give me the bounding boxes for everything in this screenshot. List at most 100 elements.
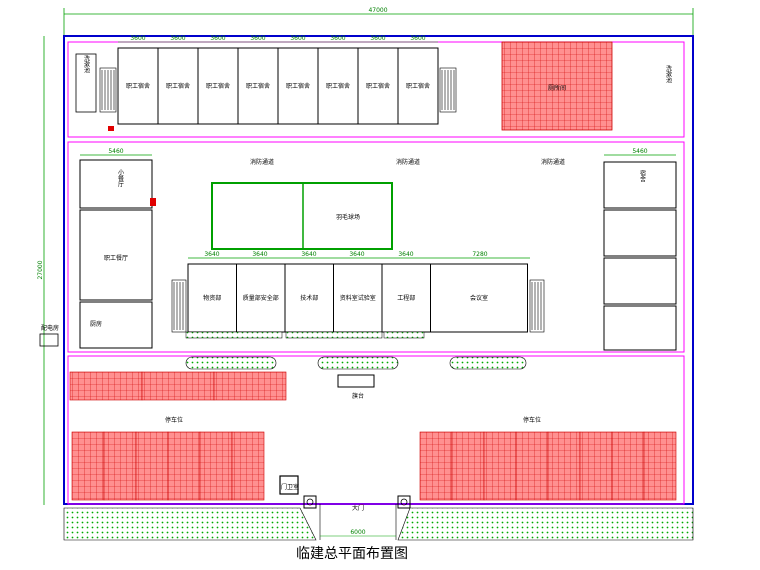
overall-height-label: 27000	[37, 260, 44, 279]
parking-left-row	[71, 431, 265, 501]
dorm-label: 职工宿舍	[206, 82, 230, 90]
svg-text:7280: 7280	[472, 251, 487, 258]
dorm-width-label: 3600	[330, 35, 345, 42]
dorm-width-label: 3600	[250, 35, 265, 42]
dorm-unit: 3600 职工宿舍	[157, 35, 199, 125]
dorm-width-label: 3600	[210, 35, 225, 42]
planter-office-1	[185, 331, 283, 339]
planter-3	[449, 356, 527, 370]
right-block: 5460 宿舍	[603, 148, 677, 351]
washroom-left: 洗漱池	[75, 53, 97, 113]
court-label: 羽毛球场	[336, 213, 360, 221]
planter-office-2	[285, 331, 383, 339]
gate: 大门 6000	[303, 495, 411, 540]
office-dims: 3640 3640 3640 3640 3640 7280	[204, 251, 487, 258]
planter-1	[185, 356, 277, 370]
parking-space	[199, 431, 233, 501]
parking-space	[547, 431, 581, 501]
office-room: 物资部	[187, 263, 237, 333]
dorm-width-label: 3600	[370, 35, 385, 42]
svg-text:3640: 3640	[252, 251, 267, 258]
office-label: 会议室	[470, 294, 488, 302]
guard-house: 门卫室	[279, 475, 299, 495]
parking-space	[135, 431, 169, 501]
dorm-width-label: 3600	[410, 35, 425, 42]
dorm-unit: 3600 职工宿舍	[357, 35, 399, 125]
svg-text:洗漱池: 洗漱池	[665, 64, 672, 83]
parking-space	[69, 371, 143, 401]
office-room: 资料室试验室	[333, 263, 383, 333]
parking-space	[71, 431, 105, 501]
svg-text:洗漱池: 洗漱池	[83, 54, 90, 73]
power-room-label: 配电房	[41, 324, 59, 332]
office-label: 质量部安全部	[243, 294, 279, 302]
toilet-block: 厕所间	[501, 41, 613, 131]
gate-label: 大门	[352, 504, 364, 512]
green-belt-right	[397, 507, 694, 541]
svg-text:3640: 3640	[301, 251, 316, 258]
svg-text:3640: 3640	[204, 251, 219, 258]
badminton-court: 羽毛球场	[211, 182, 393, 250]
dorm-label: 职工宿舍	[166, 82, 190, 90]
svg-text:5460: 5460	[108, 148, 123, 155]
overall-width-label: 47000	[368, 7, 387, 14]
dorm-unit: 3600 职工宿舍	[237, 35, 279, 125]
zone-middle	[67, 141, 685, 353]
planter-office-3	[383, 331, 425, 339]
dorm-label: 职工宿舍	[406, 82, 430, 90]
parking-space	[419, 431, 453, 501]
staff-dining-label: 职工餐厅	[104, 254, 128, 262]
dorm-unit: 3600 职工宿舍	[197, 35, 239, 125]
plan-title: 临建总平面布置图	[296, 546, 408, 562]
office-label: 物资部	[203, 294, 221, 302]
office-label: 资料室试验室	[340, 294, 376, 302]
stairs-left-top	[99, 67, 117, 113]
dorm-width-label: 3600	[170, 35, 185, 42]
kitchen-label: 厨房	[90, 320, 102, 328]
fire-lane-3: 消防通道	[541, 158, 565, 166]
dorm-unit: 3600 职工宿舍	[117, 35, 159, 125]
office-room: 工程部	[381, 263, 431, 333]
parking-space	[579, 431, 613, 501]
dorm-label: 职工宿舍	[286, 82, 310, 90]
parking-space	[451, 431, 485, 501]
svg-text:3640: 3640	[349, 251, 364, 258]
office-label: 工程部	[397, 294, 415, 302]
dorm-width-label: 3600	[130, 35, 145, 42]
office-block	[171, 257, 545, 333]
fire-lane-1: 消防通道	[250, 158, 274, 166]
overall-dimensions: 47000 27000	[37, 7, 694, 505]
office-room: 会议室	[430, 263, 528, 333]
flag-platform-label: 旗台	[352, 392, 364, 400]
parking-space	[213, 371, 287, 401]
guard-label: 门卫室	[281, 483, 299, 491]
parking-space	[611, 431, 645, 501]
office-room: 技术部	[284, 263, 334, 333]
parking-space	[483, 431, 517, 501]
parking-space	[141, 371, 215, 401]
toilet-label: 厕所间	[548, 84, 566, 92]
parking-space	[167, 431, 201, 501]
right-room-label: 宿舍	[639, 169, 646, 183]
green-belt-left	[63, 507, 317, 541]
parking-space	[515, 431, 549, 501]
parking-top-row	[69, 371, 287, 401]
dorm-label: 职工宿舍	[246, 82, 270, 90]
parking-space	[231, 431, 265, 501]
svg-text:3640: 3640	[398, 251, 413, 258]
office-label: 技术部	[300, 294, 318, 302]
parking-right-label: 停车位	[523, 416, 541, 424]
parking-left-label: 停车位	[165, 416, 183, 424]
zone-bottom	[67, 355, 685, 505]
dorm-unit: 3600 职工宿舍	[397, 35, 439, 125]
parking-right-row	[419, 431, 677, 501]
dining-block: 5460 小餐厅 职工餐厅 厨房	[79, 148, 156, 349]
office-room: 质量部安全部	[236, 263, 286, 333]
dorm-label: 职工宿舍	[126, 82, 150, 90]
flag-platform: 旗台	[337, 374, 375, 400]
planter-2	[317, 356, 399, 370]
dorm-label: 职工宿舍	[366, 82, 390, 90]
stairs-right-top	[439, 67, 457, 113]
